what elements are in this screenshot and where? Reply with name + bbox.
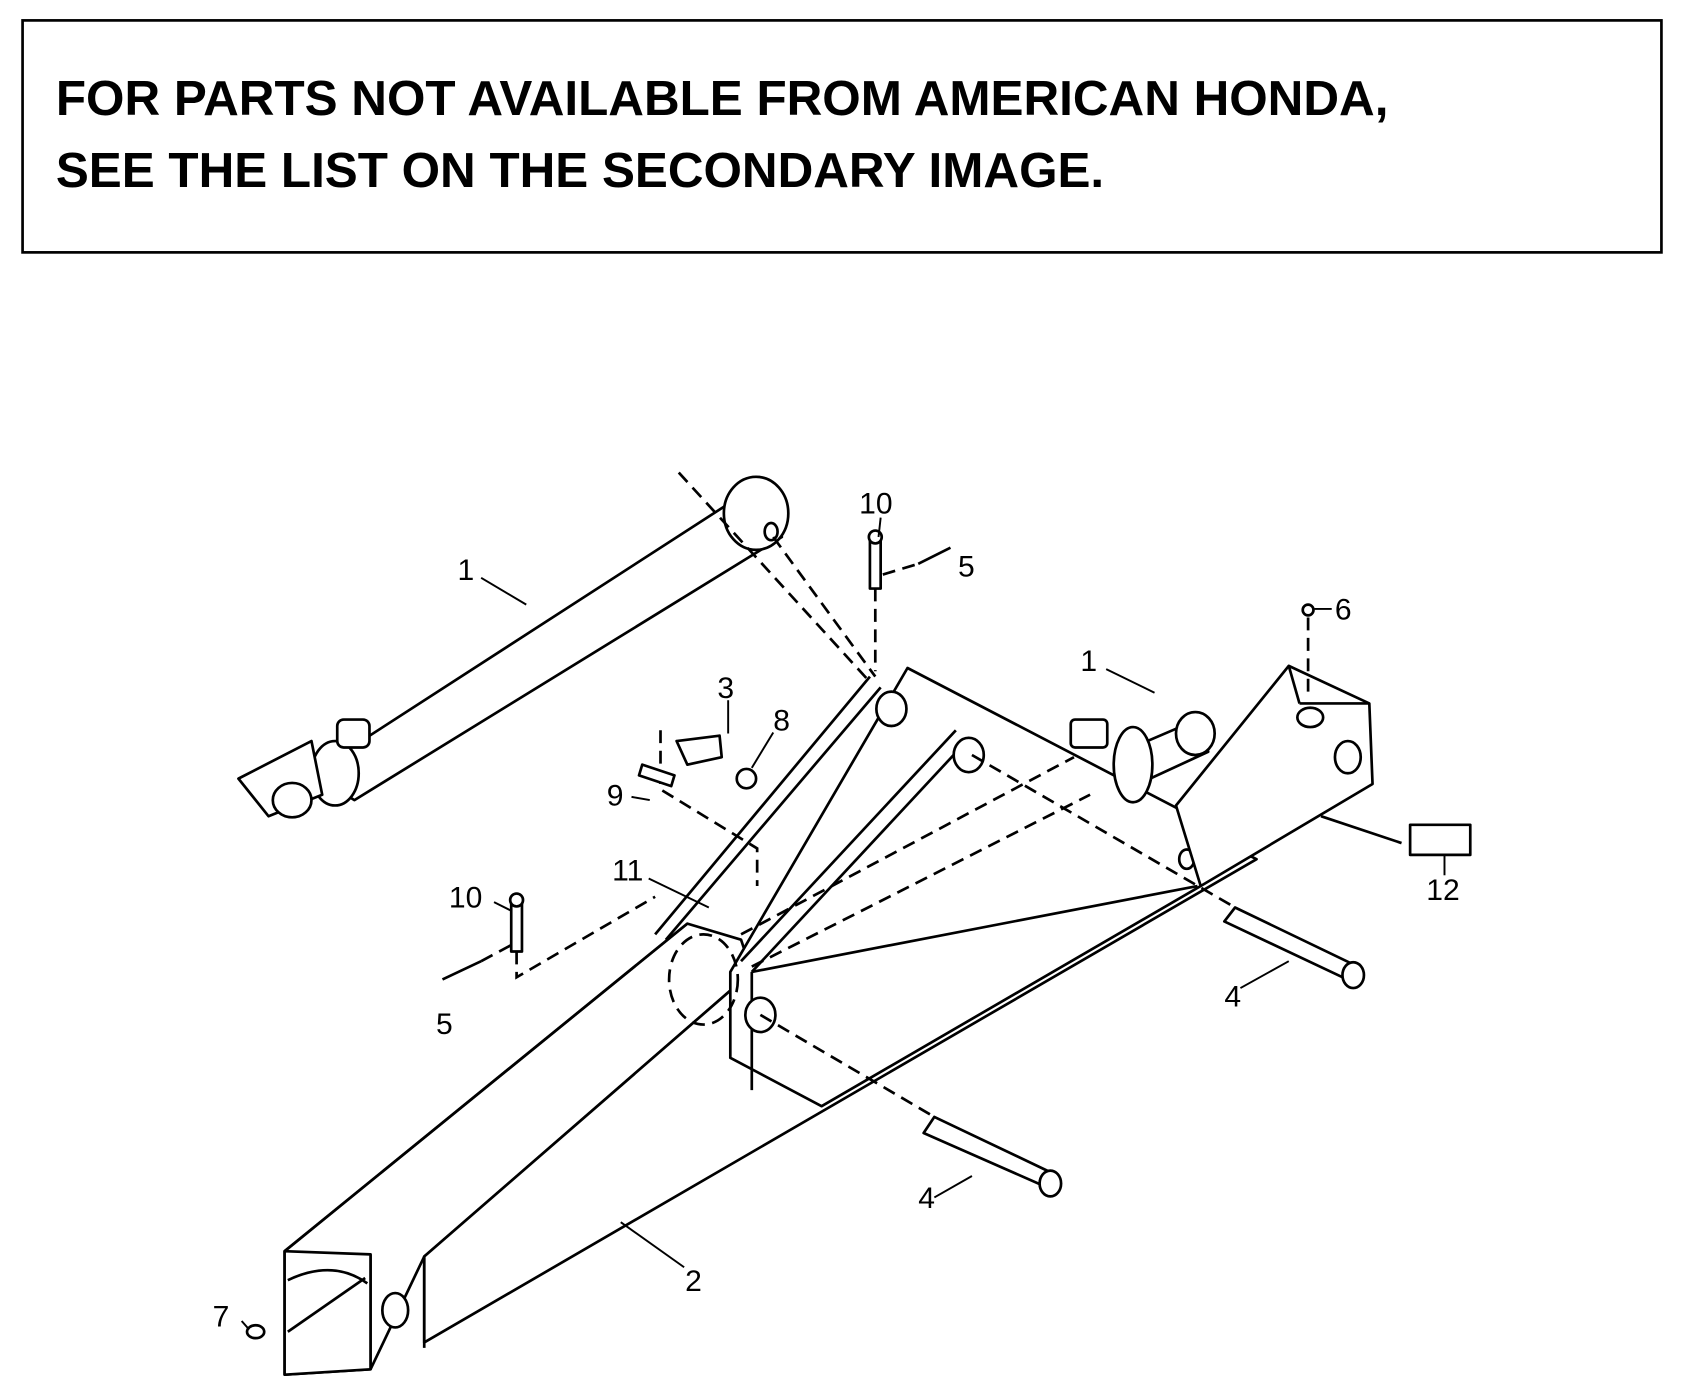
callout-2: 2 [685,1265,702,1298]
notice-line-2: SEE THE LIST ON THE SECONDARY IMAGE. [56,143,1104,198]
callout-12: 12 [1426,874,1459,907]
notice-box: FOR PARTS NOT AVAILABLE FROM AMERICAN HO… [21,19,1663,254]
grease-fitting-lower [245,1323,266,1340]
callout-1-right: 1 [1080,645,1097,678]
callout-10-upper: 10 [859,487,892,520]
pin-upper [1222,906,1366,990]
callout-10-lower: 10 [449,881,482,914]
callout-9: 9 [607,779,624,812]
hydraulic-cylinder-right [1069,710,1217,804]
callout-5-upper: 5 [958,551,975,584]
assembly-lines [480,471,1310,1119]
clamp-bracket [637,730,759,887]
leader-lines [240,517,1446,1331]
hydraulic-cylinder-left [237,475,790,819]
callout-6: 6 [1335,594,1352,627]
outer-tube [1174,664,1402,888]
callout-11: 11 [612,855,643,888]
callout-4-upper: 4 [1224,980,1241,1013]
callout-1-left: 1 [458,554,475,587]
callout-4-lower: 4 [918,1182,935,1215]
clevis-pin-upper [867,529,952,590]
clevis-pin-lower [441,892,525,981]
callout-7: 7 [213,1300,230,1333]
callout-5-lower: 5 [436,1008,453,1041]
callout-labels: 1 1 2 3 4 4 5 5 6 7 8 9 10 10 11 12 [213,487,1460,1333]
pin-lower [922,1115,1063,1198]
callout-8: 8 [773,704,790,737]
decal [1408,823,1472,857]
grease-fitting [1301,603,1315,617]
callout-3: 3 [717,672,734,705]
notice-line-1: FOR PARTS NOT AVAILABLE FROM AMERICAN HO… [56,71,1389,126]
